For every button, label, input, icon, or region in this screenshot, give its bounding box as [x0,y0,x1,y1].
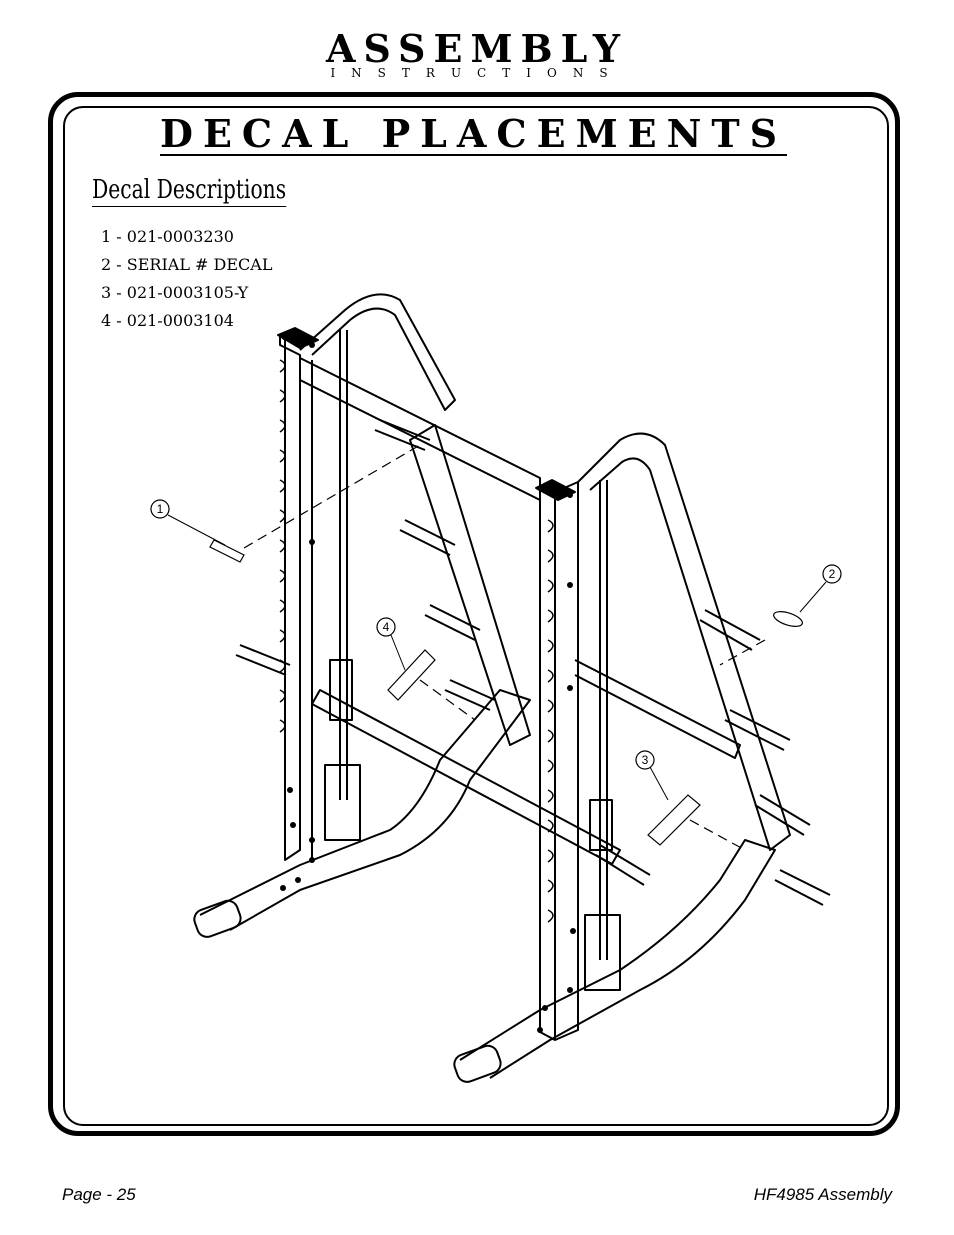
bottom-frame-right [459,839,776,1079]
foot-left [193,899,242,938]
decal-item: 3 - 021-0003105-Y [101,283,249,302]
front-arch [577,432,791,851]
svg-text:1: 1 [157,502,164,516]
barbell [311,689,621,865]
callout-1: 1 [150,499,170,519]
decal-item: 1 - 021-0003230 [101,227,234,246]
page-number: Page - 25 [62,1185,136,1204]
decal-list: 1 - 021-0003230 2 - SERIAL # DECAL 3 - 0… [101,226,272,338]
section-title: DECAL PLACEMENTS [160,111,788,156]
decal-2-shape [773,611,803,627]
rear-left-upright [279,334,301,861]
page-frame-outer [48,92,900,1136]
page-frame-inner [63,106,889,1126]
header-subtitle: INSTRUCTIONS [330,66,624,80]
svg-text:4: 4 [383,620,390,634]
top-crossbar [299,357,541,501]
diagonal-support [409,424,531,746]
decal-4-shape [387,649,436,701]
rear-arch [299,293,456,411]
document-name: HF4985 Assembly [753,1185,892,1204]
decal-item: 2 - SERIAL # DECAL [101,255,273,274]
decal-descriptions-heading: Decal Descriptions [92,175,287,207]
header-title: ASSEMBLY [325,26,629,71]
callout-4: 4 [376,617,396,637]
svg-text:2: 2 [829,567,836,581]
front-right-upright [539,484,556,1041]
decal-item: 4 - 021-0003104 [101,311,234,330]
callout-2: 2 [822,564,842,584]
callout-3: 3 [635,750,655,770]
svg-text:3: 3 [642,753,649,767]
decal-1-shape [209,539,245,563]
lower-crossbar [574,659,741,759]
bottom-frame-left [199,689,531,931]
foot-right [453,1044,502,1083]
decal-3-shape [647,794,701,846]
